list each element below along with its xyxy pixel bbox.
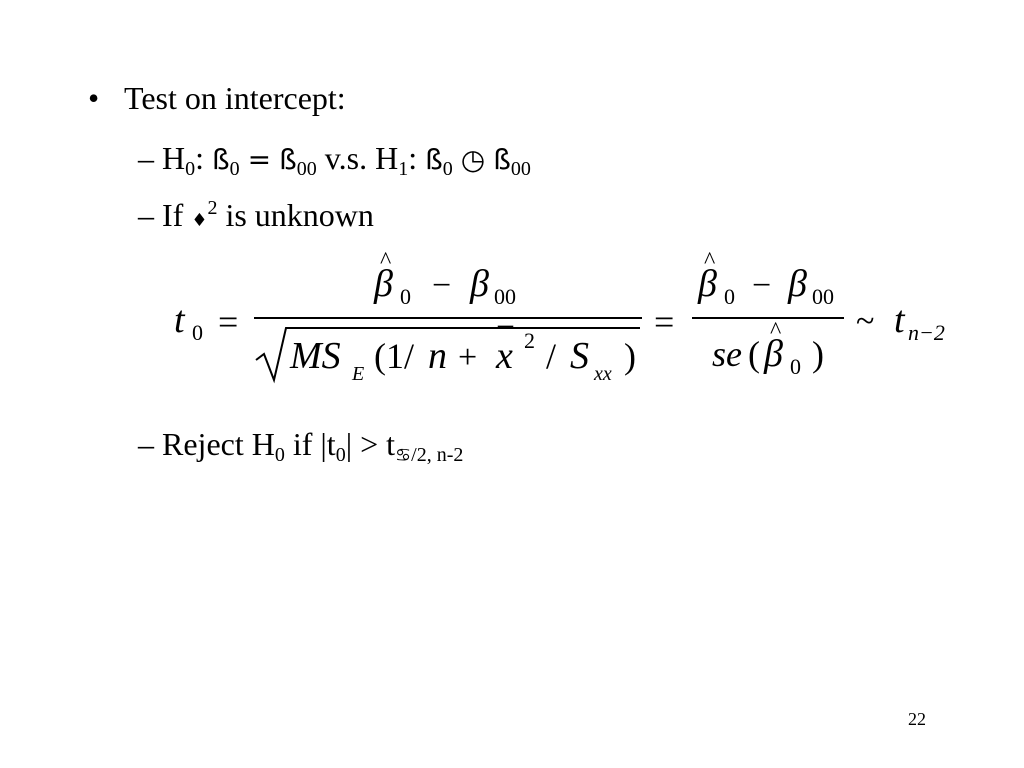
h0-label: H	[162, 140, 186, 176]
paren-open: (	[748, 334, 760, 374]
beta-subscript-0: 0	[790, 354, 801, 379]
n-symbol: n	[428, 335, 447, 377]
t0-subscript: 0	[335, 444, 346, 466]
sub-bullet-reject-rule: – Reject H0 if |t0| > t♋/2, n-2	[138, 424, 464, 466]
t0-symbol: t	[174, 299, 186, 341]
clock-icon: ◷	[460, 143, 486, 176]
if-t-text: if |t	[292, 426, 336, 462]
beta-subscript-00: 00	[494, 284, 516, 309]
dash: –	[138, 426, 154, 462]
bullet-text: Test on intercept:	[124, 80, 346, 116]
colon: :	[408, 140, 418, 176]
t-distribution-subscript: n−2	[908, 320, 945, 345]
equals-sign: =	[218, 302, 238, 342]
beta-subscript-00: 00	[510, 158, 531, 180]
paren-open: (1/	[374, 336, 414, 376]
minus-sign: −	[752, 267, 771, 304]
x-bar-symbol: x	[495, 335, 513, 377]
diamond-icon: ♦	[191, 210, 208, 231]
h1-label: H	[375, 140, 399, 176]
beta-glyph: ß	[425, 143, 443, 176]
alpha-glyph-icon: ♋	[395, 445, 412, 466]
hat-accent: ^	[704, 248, 715, 274]
plus-sign: +	[458, 339, 477, 376]
beta-subscript-0: 0	[229, 158, 240, 180]
ms-subscript: E	[351, 363, 364, 385]
beta-subscript-0: 0	[400, 284, 411, 309]
greater-than-t-text: | > t	[345, 426, 396, 462]
dash: –	[138, 140, 154, 176]
critical-subscript: /2, n-2	[411, 444, 464, 466]
sub-bullet-condition: – If ♦2 is unknown	[138, 195, 374, 241]
page-number: 22	[908, 709, 926, 729]
beta-subscript-0: 0	[724, 284, 735, 309]
beta-glyph: ß	[212, 143, 230, 176]
h0-subscript: 0	[185, 158, 196, 180]
beta-subscript-00: 00	[296, 158, 317, 180]
beta-00: β	[787, 263, 807, 305]
s-symbol: S	[570, 335, 589, 377]
s-subscript: xx	[593, 363, 612, 385]
hat-accent: ^	[380, 248, 391, 274]
hat-accent: ^	[770, 318, 781, 344]
beta-glyph: ß	[279, 143, 297, 176]
sigma-superscript: 2	[207, 197, 218, 219]
square-root-icon	[255, 327, 640, 384]
equals-sign: =	[654, 302, 674, 342]
bullet-test-on-intercept: • Test on intercept:	[88, 78, 346, 118]
beta-hat-0: β	[763, 333, 783, 375]
vs-text: v.s.	[324, 140, 368, 176]
bullet-dot-icon: •	[88, 80, 100, 116]
minus-sign: −	[432, 267, 451, 304]
paren-close: )	[624, 336, 636, 376]
sub-bullet-hypotheses: – H0: ß0 = ß00 v.s. H1: ß0 ◷ ß00	[138, 138, 531, 180]
beta-hat-0: β	[697, 263, 717, 305]
h1-subscript: 1	[398, 158, 409, 180]
tilde-sign: ~	[856, 303, 874, 340]
reject-text: Reject H	[162, 426, 275, 462]
beta-hat-0: β	[373, 263, 393, 305]
t-distribution-symbol: t	[894, 299, 906, 341]
x-superscript: 2	[524, 328, 535, 353]
t0-subscript: 0	[192, 320, 203, 345]
ms-symbol: MS	[289, 335, 341, 377]
beta-subscript-00: 00	[812, 284, 834, 309]
if-text: If	[162, 197, 184, 233]
slash: /	[546, 336, 556, 376]
beta-glyph: ß	[493, 143, 511, 176]
beta-subscript-0: 0	[442, 158, 453, 180]
equals-sign: =	[247, 143, 272, 176]
h0-subscript: 0	[274, 444, 285, 466]
dash: –	[138, 197, 154, 233]
se-symbol: se	[712, 334, 742, 374]
condition-text: is unknown	[225, 197, 374, 233]
paren-close: )	[812, 334, 824, 374]
bar-accent: ¯	[497, 322, 514, 355]
t-statistic-equation: t 0 = β ^ 0 − β 00 MS E (1/ n + x ¯ 2 / …	[174, 248, 945, 385]
beta-00: β	[469, 263, 489, 305]
colon: :	[195, 140, 204, 176]
